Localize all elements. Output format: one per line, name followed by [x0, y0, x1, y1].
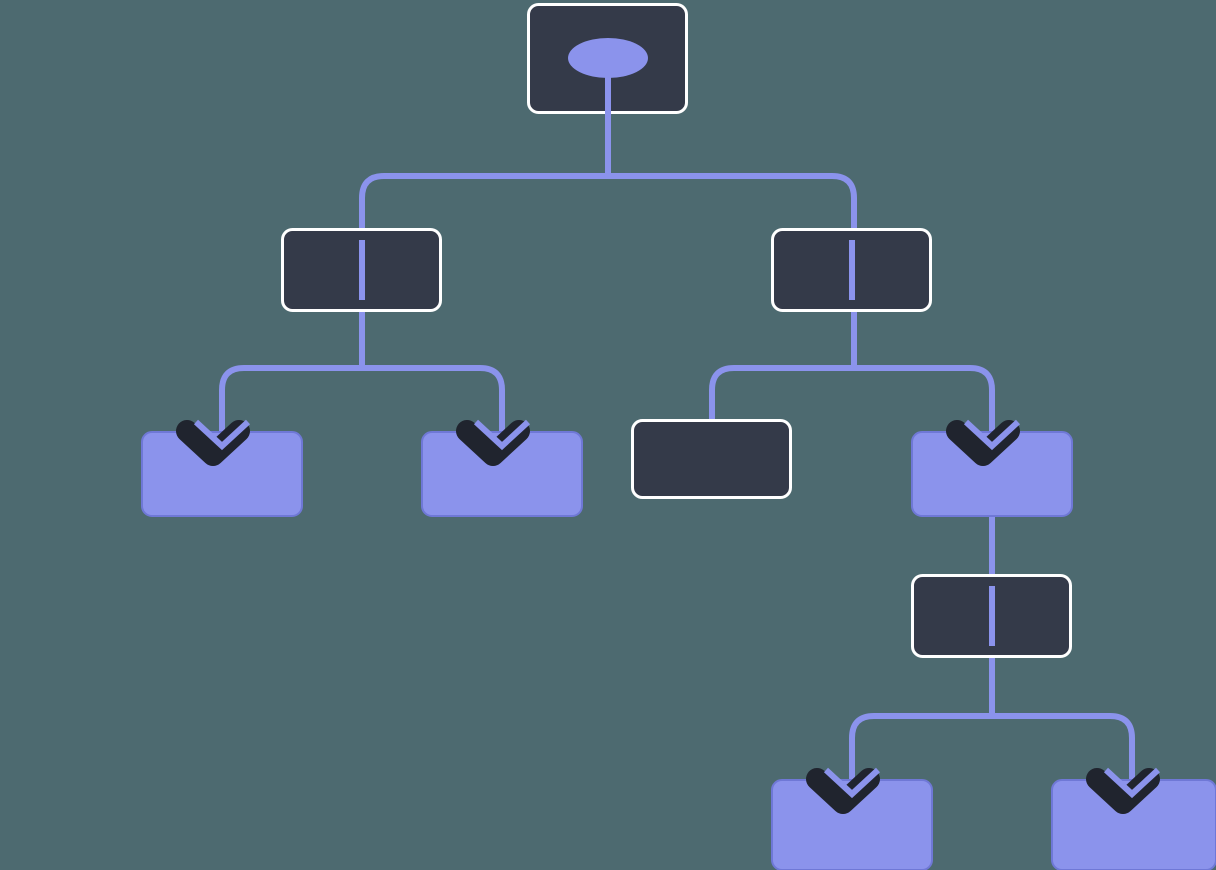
- arrowhead-leaf-node-1: [176, 419, 251, 466]
- node-pill-badge: [568, 38, 648, 78]
- node-branch-node-left[interactable]: [281, 228, 442, 312]
- node-inner-tick-branch-node-left: [359, 240, 365, 300]
- edge-layer: [219, 114, 1135, 786]
- edge-branch-left-split-branch-1: [362, 365, 505, 438]
- node-body-leaf-node-dark[interactable]: [631, 419, 792, 499]
- arrowhead-leaf-node-3-chevron: [963, 419, 1021, 451]
- arrowhead-leaf-node-3: [946, 419, 1021, 466]
- edge-root-split-branch-1: [608, 173, 857, 236]
- edge-branch-right-split-branch-0: [709, 365, 854, 425]
- arrowhead-leaf-node-2-chevron: [473, 419, 531, 451]
- edge-deep-split-branch-0: [849, 713, 992, 786]
- arrowhead-layer: [176, 419, 1161, 814]
- node-branch-node-right[interactable]: [771, 228, 932, 312]
- node-root-node[interactable]: [527, 3, 688, 115]
- node-layer: [141, 3, 1216, 870]
- arrowhead-leaf-node-4: [806, 767, 881, 814]
- node-leaf-node-dark[interactable]: [631, 419, 792, 499]
- edge-root-split-branch-0: [359, 173, 608, 236]
- arrowhead-leaf-node-5-chevron: [1103, 767, 1161, 799]
- node-inner-tick-branch-node-deep: [989, 586, 995, 646]
- edge-branch-left-split-branch-0: [219, 365, 362, 438]
- edge-deep-split-branch-1: [992, 713, 1135, 786]
- node-pill-stem: [605, 74, 611, 114]
- arrowhead-leaf-node-1-chevron: [193, 419, 251, 451]
- arrowhead-leaf-node-4-chevron: [823, 767, 881, 799]
- arrowhead-leaf-node-5: [1086, 767, 1161, 814]
- edge-branch-right-split-branch-1: [854, 365, 995, 438]
- node-branch-node-deep[interactable]: [911, 574, 1072, 658]
- arrowhead-leaf-node-2: [456, 419, 531, 466]
- node-inner-tick-branch-node-right: [849, 240, 855, 300]
